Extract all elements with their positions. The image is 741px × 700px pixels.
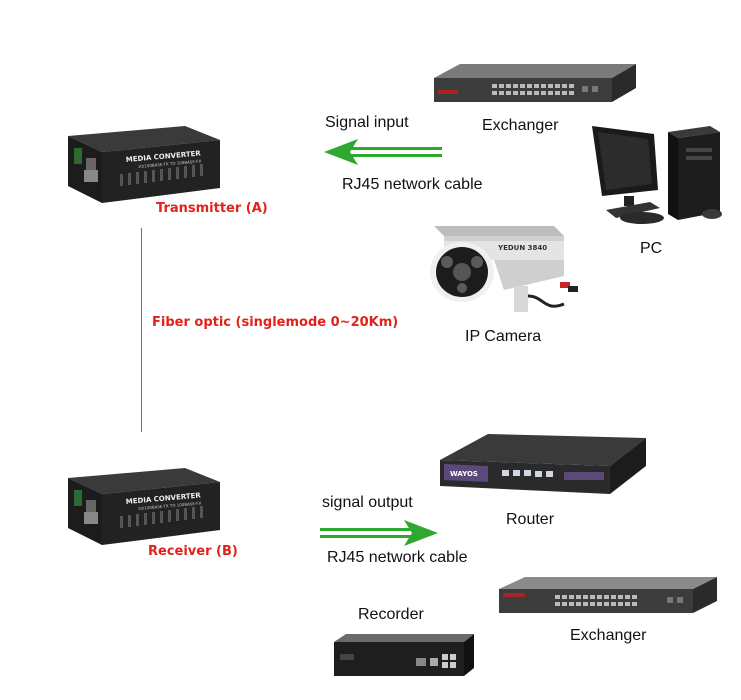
receiver-label: Receiver (B) [148,544,238,559]
exchanger-top-label: Exchanger [482,117,559,134]
exchanger-bottom-label: Exchanger [570,627,647,644]
router-device: WAYOS [440,434,646,494]
exchanger-bottom-device [499,577,717,613]
transmitter-device-subtext: 10/100BASE-TX TO 100BASE-FX [138,158,202,169]
receiver-device-subtext: 10/100BASE-TX TO 100BASE-FX [138,500,202,511]
recorder-label: Recorder [358,606,424,623]
ip-camera-device: YEDUN 3840 [430,226,578,312]
fiber-line [141,228,142,432]
receiver-device: MEDIA CONVERTER 10/100BASE-TX TO 100BASE… [68,468,220,545]
output-cable-label: RJ45 network cable [327,549,468,566]
input-cable-label: RJ45 network cable [342,176,483,193]
signal-output-arrow-icon [320,520,438,546]
pc-label: PC [640,240,663,257]
signal-output-label: signal output [322,494,413,511]
fiber-label: Fiber optic (singlemode 0~20Km) [152,315,399,330]
pc-device [592,126,722,224]
ip-camera-label: IP Camera [465,328,542,345]
ip-camera-brand: YEDUN 3840 [497,244,547,252]
transmitter-device: MEDIA CONVERTER 10/100BASE-TX TO 100BASE… [68,126,220,203]
transmitter-label: Transmitter (A) [156,201,268,216]
signal-input-arrow-icon [324,139,442,165]
recorder-device [334,634,474,676]
router-label: Router [506,511,555,528]
exchanger-top-device [434,64,636,102]
router-brand: WAYOS [450,470,478,478]
signal-input-label: Signal input [325,114,409,131]
